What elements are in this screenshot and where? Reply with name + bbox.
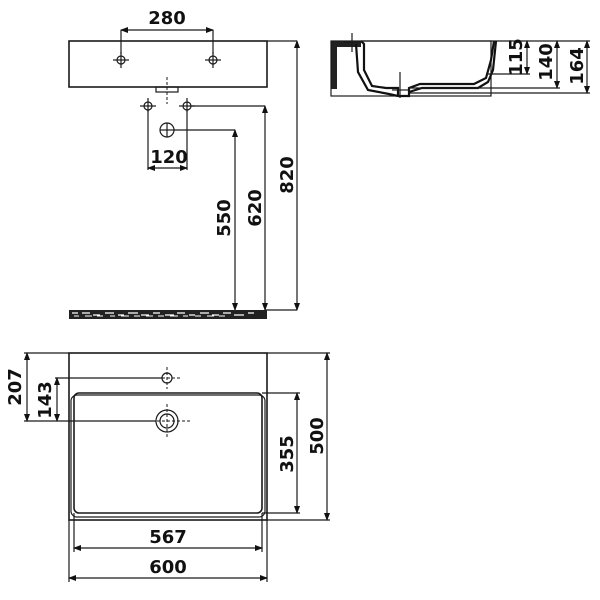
basin-front-outline <box>68 40 268 88</box>
dim-waste-from-tap: 143 <box>35 381 56 419</box>
dim-trap-height: 620 <box>245 189 266 227</box>
dim-waste-height: 550 <box>214 199 235 237</box>
tap-hole-left-icon <box>113 52 129 68</box>
trap-fixing-right-icon <box>179 98 195 112</box>
plan-view: 207 143 355 500 567 600 <box>5 352 330 582</box>
dim-trap-spacing: 120 <box>150 147 188 168</box>
dim-overall-height: 164 <box>567 47 588 85</box>
bowl-plan-outline <box>73 392 263 514</box>
dim-overall-depth: 500 <box>307 417 328 455</box>
side-section-view: 115 140 164 <box>330 33 590 98</box>
floor-hatch <box>69 310 267 319</box>
trap-fixing-left-icon <box>140 98 156 112</box>
waste-drain-plan-icon <box>152 404 190 438</box>
dim-top-height: 820 <box>277 156 298 194</box>
dim-overall-width: 600 <box>149 557 187 578</box>
waste-pipe-icon <box>159 122 175 138</box>
dim-bowl-depth-plan: 355 <box>277 435 298 473</box>
dim-tap-from-back: 207 <box>5 368 26 406</box>
tap-hole-right-icon <box>205 52 221 68</box>
front-elevation-view: 280 120 550 <box>68 8 300 319</box>
dim-tap-spacing: 280 <box>148 8 186 29</box>
dim-bowl-depth: 115 <box>506 38 527 76</box>
dim-inner-height: 140 <box>536 43 557 81</box>
basin-plan-outline <box>68 352 268 521</box>
dim-bowl-width: 567 <box>149 527 187 548</box>
